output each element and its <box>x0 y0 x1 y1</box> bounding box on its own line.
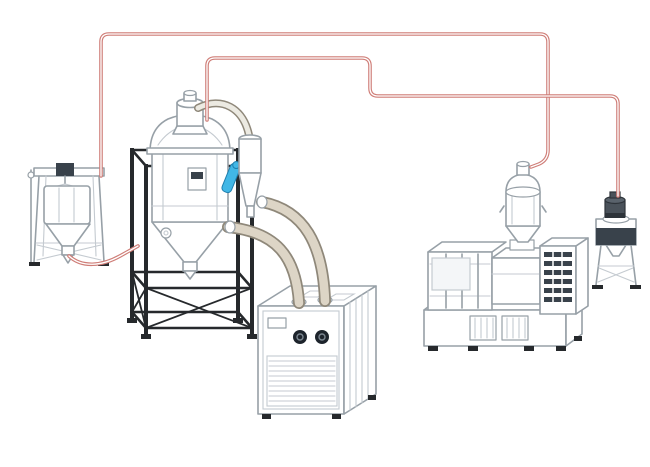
big-bag-discharge-station <box>27 163 109 266</box>
dryer-knob-right <box>315 330 329 344</box>
dryer-side-slats <box>349 290 369 411</box>
clamp-unit <box>427 241 507 311</box>
drying-hopper <box>146 89 234 280</box>
cyclone-separator <box>198 103 262 218</box>
hopper-cone <box>151 221 229 263</box>
dehumidifying-dryer <box>257 285 377 419</box>
dryer-display <box>267 317 287 329</box>
dryer-side <box>343 285 377 415</box>
process-air-hoses <box>225 195 325 303</box>
machine-vacuum-receiver <box>499 160 547 243</box>
base-vents <box>469 315 529 341</box>
big-bag <box>43 185 91 225</box>
safety-gate-window <box>431 257 471 291</box>
valve-blue <box>221 161 241 194</box>
injection-unit <box>491 239 555 305</box>
dryer-louvers <box>266 355 338 407</box>
hoist-pulley <box>27 171 35 179</box>
hopper-loader <box>172 89 208 135</box>
loader-motor <box>604 191 626 218</box>
injection-molding-machine <box>423 237 589 351</box>
hopper-flange <box>146 147 234 155</box>
hopper-floor-stand <box>127 148 257 339</box>
hopper-display <box>191 172 203 179</box>
dryer-knob-left <box>293 330 307 344</box>
sight-glass <box>160 227 172 239</box>
auxiliary-loader <box>592 191 641 289</box>
hoist-trolley <box>56 163 74 176</box>
control-cabinet <box>539 237 589 315</box>
